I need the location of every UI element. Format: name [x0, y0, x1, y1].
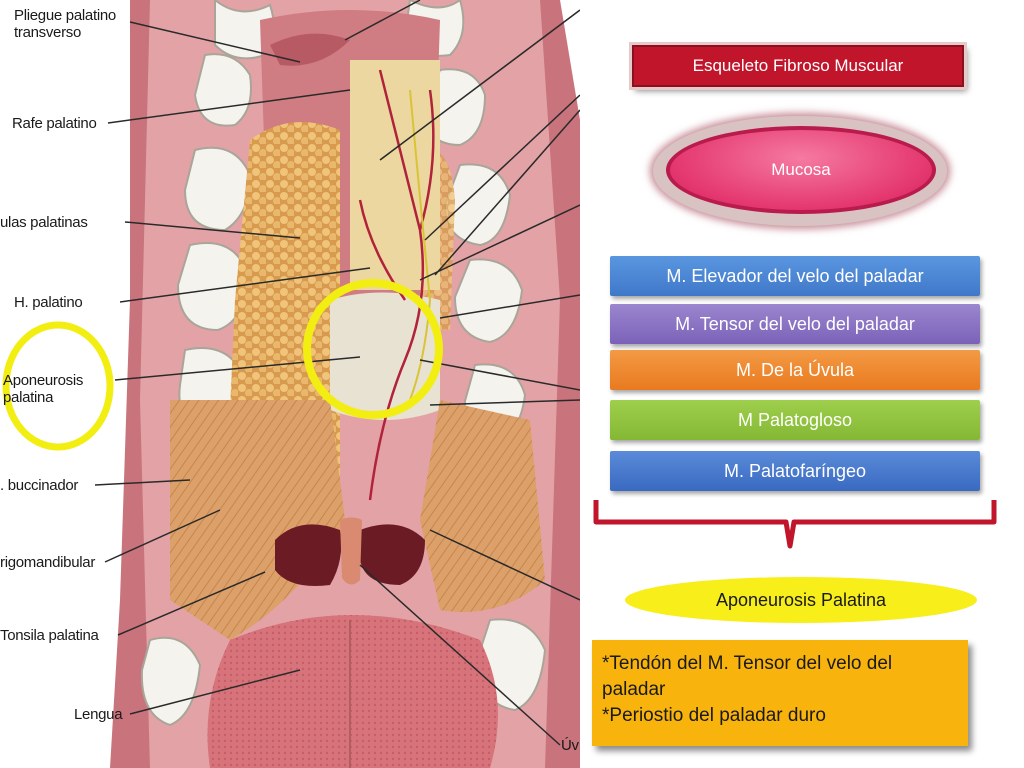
grouping-bracket: [593, 500, 997, 549]
aponeurosis-ellipse: Aponeurosis Palatina: [625, 577, 977, 623]
label-highlight-circle: [2, 321, 114, 451]
label-pterigomandibular: rigomandibular: [0, 554, 96, 571]
label-h-palatino: H. palatino: [14, 294, 83, 311]
skeleton-title-text: Esqueleto Fibroso Muscular: [692, 56, 904, 75]
label-uvula: Úv: [561, 737, 579, 754]
label-lengua: Lengua: [74, 706, 123, 723]
muscle-box-tensor: M. Tensor del velo del paladar: [610, 304, 980, 344]
muscle-label-uvula: M. De la Úvula: [735, 359, 855, 380]
label-rafe-palatino: Rafe palatino: [12, 115, 97, 132]
muscle-box-palatofaringeo: M. Palatofaríngeo: [610, 451, 980, 491]
label-pliegue-palatino: Pliegue palatino transverso: [14, 7, 116, 41]
pointer-lines: [94, 0, 580, 746]
mucosa-text: Mucosa: [771, 160, 831, 179]
muscle-label-palatogloso: M Palatogloso: [737, 409, 853, 430]
skeleton-title-box: Esqueleto Fibroso Muscular: [632, 45, 964, 87]
muscle-box-elevador: M. Elevador del velo del paladar: [610, 256, 980, 296]
label-m-buccinador: . buccinador: [0, 477, 79, 494]
muscle-box-uvula: M. De la Úvula: [610, 350, 980, 390]
palate-anatomy-illustration: [2, 0, 580, 768]
notes-box: *Tendón del M. Tensor del velo del palad…: [592, 640, 968, 746]
label-tonsila-palatina: Tonsila palatina: [0, 627, 99, 644]
muscle-label-palatofaringeo: M. Palatofaríngeo: [723, 460, 867, 481]
mucosa-ellipse: Mucosa: [666, 126, 936, 214]
label-glandulas-palatinas: ulas palatinas: [0, 214, 88, 231]
label-aponeurosis-palatina: Aponeurosis palatina: [3, 372, 84, 406]
note-periostio: *Periostio del paladar duro: [602, 705, 826, 726]
muscle-box-palatogloso: M Palatogloso: [610, 400, 980, 440]
muscle-label-tensor: M. Tensor del velo del paladar: [675, 313, 915, 334]
aponeurosis-text: Aponeurosis Palatina: [715, 589, 887, 610]
aponeurosis-highlight-circle: [303, 279, 443, 419]
muscle-label-elevador: M. Elevador del velo del paladar: [666, 265, 924, 286]
note-tendon: *Tendón del M. Tensor del velo del palad…: [602, 653, 893, 700]
